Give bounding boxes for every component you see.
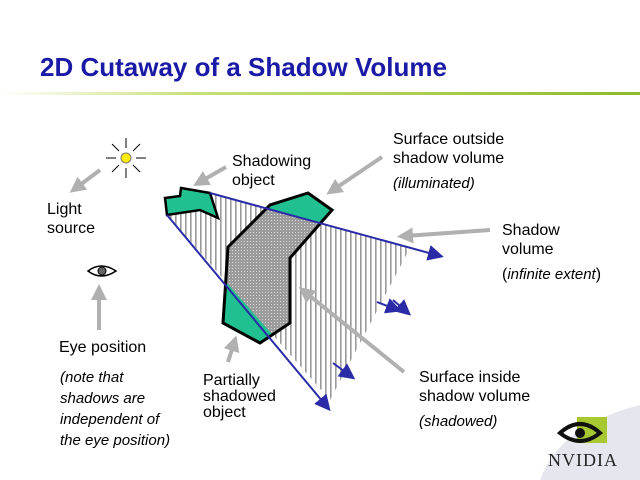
slide-title: 2D Cutaway of a Shadow Volume [40,52,447,82]
note-line: independent of [60,411,160,428]
extent-arrow [392,299,412,316]
label-line: Shadowing [232,153,312,170]
label-note: (shadowed) [419,413,498,430]
eye-icon [86,265,118,277]
shadow-volume-label: Shadow volume (infinite extent) [502,221,601,284]
title-divider [0,92,640,95]
shadowing-object [163,186,221,221]
surface-outside-label: Surface outside shadow volume (illuminat… [393,130,504,193]
label-line: volume [502,241,554,258]
label-line: Partially [203,372,260,389]
paren: ) [595,266,602,283]
light-source-sun-icon [106,138,146,178]
nvidia-logo-text: NVIDIA [548,450,618,470]
note-line: (note that [60,369,124,386]
label-line: Surface inside [419,369,521,386]
shadow-ray-upper [209,192,444,261]
partially-shadowed-label: Partially shadowed object [203,373,276,421]
label-line: Surface outside [393,131,505,148]
shadow-ray-lower [166,214,331,412]
note-line: the eye position) [60,432,171,449]
label-line: shadow volume [419,388,531,405]
label-line: object [203,404,246,421]
label-line: Light [47,201,82,218]
label-line: shadow volume [393,150,505,167]
extent-arrow [376,298,402,314]
eye-note: (note that shadows are independent of th… [60,367,170,451]
label-line: object [232,172,275,189]
eye-position-label: Eye position [59,339,147,356]
label-note: (illuminated) [393,175,475,192]
nvidia-logo [540,405,640,480]
extent-arrow [332,362,356,380]
label-line: source [47,220,96,237]
label-line: Shadow [502,222,560,239]
note-line: shadows are [60,390,146,407]
callout-arrows [69,155,491,374]
label-note: infinite extent [507,266,596,283]
surface-inside-label: Surface inside shadow volume (shadowed) [419,368,530,431]
paren: ( [502,266,508,283]
light-source-label: Light source [47,200,95,238]
shadowing-object-label: Shadowing object [232,152,311,190]
label-line: shadowed [203,388,276,405]
